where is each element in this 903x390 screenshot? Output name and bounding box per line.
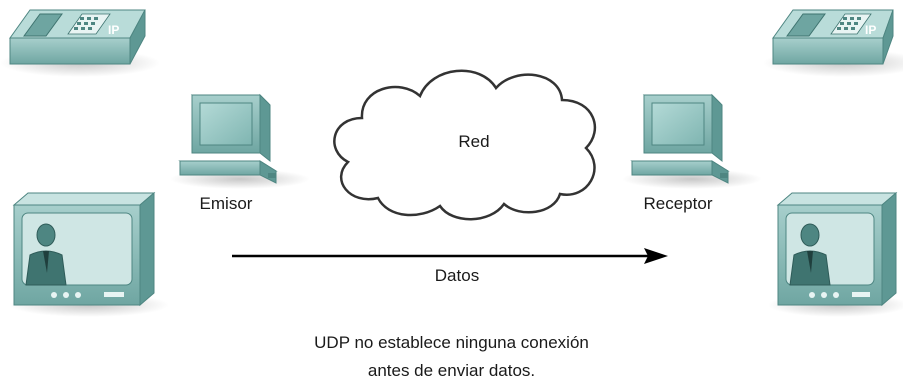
caption-line-2: antes de enviar datos.	[367, 361, 536, 380]
desktop-computer-icon	[622, 93, 762, 189]
data-arrow	[232, 248, 668, 264]
phone-ip-badge: IP	[865, 23, 876, 37]
video-monitor-icon	[768, 191, 903, 317]
network-label: Red	[458, 132, 489, 151]
cloud-icon	[333, 69, 597, 221]
phone-ip-badge: IP	[108, 23, 119, 37]
ip-phone-icon: IP	[0, 9, 160, 77]
data-label: Datos	[435, 266, 479, 285]
desktop-computer-icon	[170, 93, 310, 189]
caption-line-1: UDP no establece ninguna conexión	[314, 333, 589, 352]
ip-phone-icon: IP	[763, 9, 903, 77]
person-figure	[25, 223, 67, 286]
sender-label: Emisor	[200, 194, 253, 213]
person-figure	[789, 223, 831, 286]
receiver-label: Receptor	[644, 194, 713, 213]
video-monitor-icon	[9, 191, 169, 317]
